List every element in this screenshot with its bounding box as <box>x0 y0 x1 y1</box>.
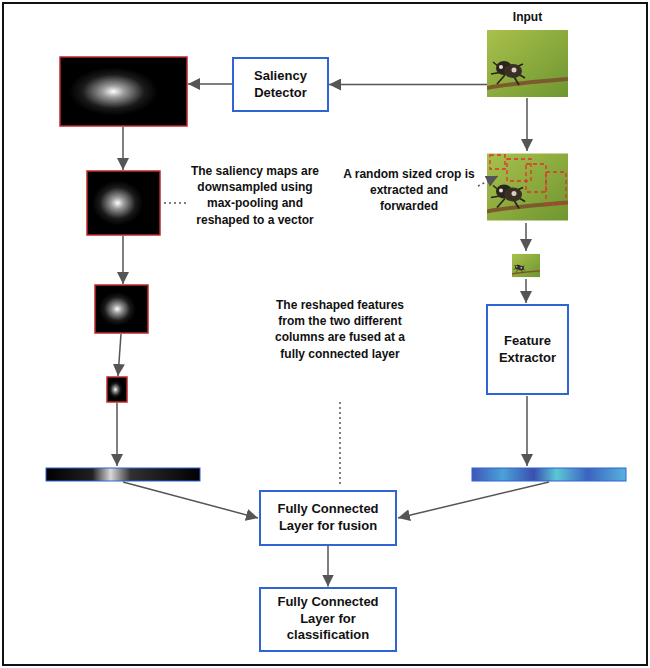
crop-image <box>487 154 568 221</box>
saliency-maps <box>60 57 187 402</box>
process-box: Fully Connected Layer for classification <box>259 587 397 652</box>
flow-arrows <box>117 84 549 518</box>
process-box: Fully Connected Layer for fusion <box>259 490 397 546</box>
node-text: Feature Extractor <box>492 333 563 367</box>
connector-arrow <box>329 84 487 86</box>
saliency-vector <box>46 468 200 481</box>
node-text: Saliency Detector <box>238 68 323 102</box>
small-crop <box>512 254 540 277</box>
input-image <box>487 30 568 97</box>
process-box: Feature Extractor <box>486 304 569 395</box>
node-text: Fully Connected Layer for classification <box>265 594 391 645</box>
node-text: Input <box>513 10 542 26</box>
annotation-note: The saliency maps are downsampled using … <box>188 163 322 228</box>
annotation-note: A random sized crop is extracted and for… <box>343 166 475 215</box>
annotation-note: The reshaped features from the two diffe… <box>268 297 412 362</box>
crop-boxes <box>490 155 566 204</box>
process-box: Saliency Detector <box>232 57 329 112</box>
input-image: Input <box>487 8 568 97</box>
node-text: Fully Connected Layer for fusion <box>265 501 391 535</box>
connector-arrow <box>327 546 329 587</box>
frame <box>3 3 647 665</box>
feature-vector <box>472 468 626 481</box>
